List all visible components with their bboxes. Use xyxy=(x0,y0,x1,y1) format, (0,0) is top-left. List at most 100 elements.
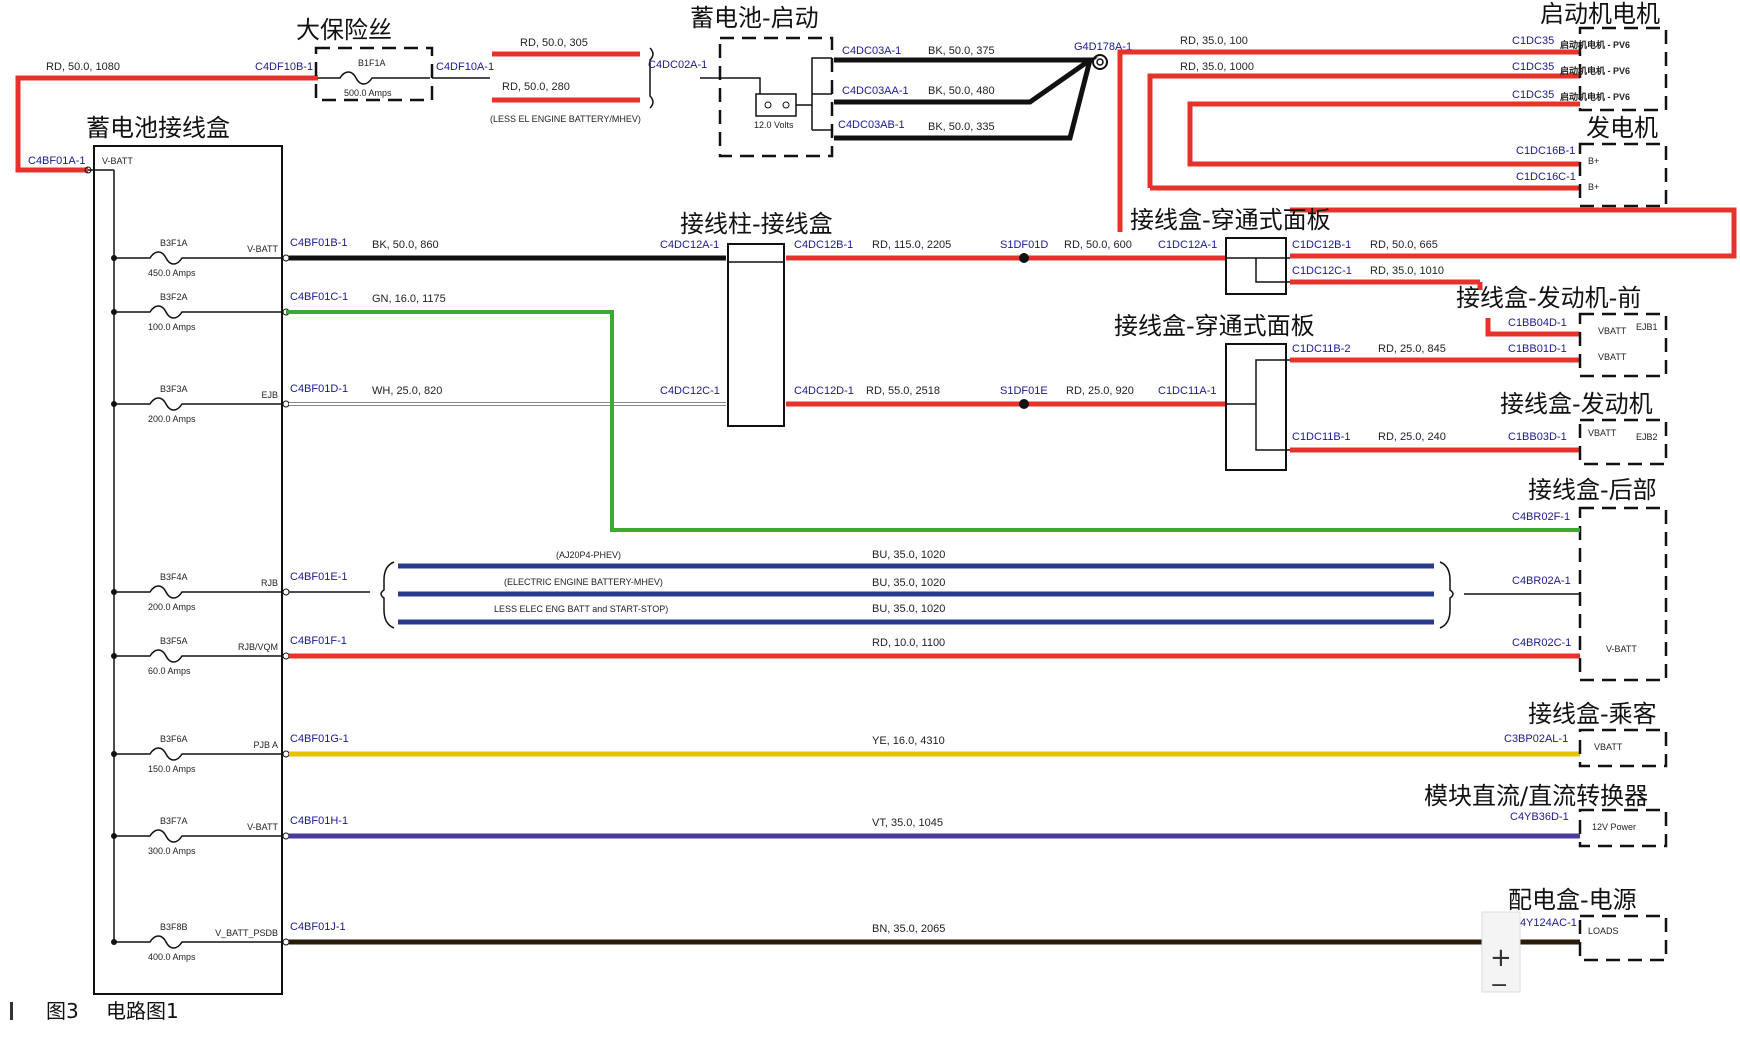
connector-label: C4BF01J-1 xyxy=(290,921,346,933)
fuse-icon xyxy=(114,251,286,265)
passthrough-panel-1 xyxy=(1225,237,1287,295)
connector-label: C4BR02C-1 xyxy=(1512,637,1571,649)
splice-icon xyxy=(1019,399,1029,409)
title-big-fuse: 大保险丝 xyxy=(296,16,392,44)
fuse-icon xyxy=(114,747,286,761)
zoom-out-button[interactable]: − xyxy=(1490,973,1508,998)
wire-rd-ejb1 xyxy=(1477,282,1580,337)
connector-label: C1DC11B-1 xyxy=(1292,431,1351,443)
fuse-amps: 200.0 Amps xyxy=(148,602,196,612)
connector-label: C4BF01D-1 xyxy=(290,383,348,395)
wire-label: BN, 35.0, 2065 xyxy=(872,923,945,935)
fuse-amps: 60.0 Amps xyxy=(148,666,191,676)
caption-text: 电路图1 xyxy=(106,999,179,1023)
title-distribution: 配电盒-电源 xyxy=(1508,886,1637,914)
pin-label: B+ xyxy=(1588,182,1599,192)
wire-label: BK, 50.0, 335 xyxy=(928,121,995,133)
title-battery-junction: 蓄电池接线盒 xyxy=(86,114,230,142)
connector-label: C4DC03AA-1 xyxy=(842,85,909,97)
terminal-icon xyxy=(282,832,290,840)
wire-label: RD, 50.0, 665 xyxy=(1370,239,1438,251)
pin-label: 启动机电机 - PV6 xyxy=(1560,39,1630,50)
wire-label: RD, 35.0, 1000 xyxy=(1180,61,1254,73)
connector-label: C1DC35 xyxy=(1512,61,1554,73)
battery-terminal-icon xyxy=(782,101,790,109)
connector-label: C4YB36D-1 xyxy=(1510,811,1569,823)
output-label: RJB/VQM xyxy=(238,642,278,652)
wire-label: RD, 35.0, 1010 xyxy=(1370,265,1444,277)
connector-label: C4BF01F-1 xyxy=(290,635,347,647)
connector-label: C4BR02F-1 xyxy=(1512,511,1570,523)
connector-label: C1BB01D-1 xyxy=(1508,343,1567,355)
connector-label: C4DC12A-1 xyxy=(660,239,719,251)
splice-icon xyxy=(1019,253,1029,263)
pin-label: VBATT xyxy=(1598,326,1627,336)
wire-gn-1175 xyxy=(286,310,1580,532)
fuse-name: B3F7A xyxy=(160,816,188,826)
terminal-icon xyxy=(282,254,290,262)
internal-link xyxy=(1226,257,1290,283)
connector-label: C1DC12A-1 xyxy=(1158,239,1217,251)
battery-icon xyxy=(755,93,797,117)
connector-label: C1DC16C-1 xyxy=(1516,171,1576,183)
post-junction-box xyxy=(727,243,785,427)
connector-label: C4BF01E-1 xyxy=(290,571,347,583)
fuse-name: B3F1A xyxy=(160,238,188,248)
wire-label: RD, 50.0, 280 xyxy=(502,81,570,93)
ground-icon-inner xyxy=(1096,58,1104,66)
battery-terminal-icon xyxy=(764,101,772,109)
dcdc-box xyxy=(1578,808,1668,848)
fuse-name: B3F5A xyxy=(160,636,188,646)
engine-front-jb-box xyxy=(1578,312,1668,378)
fuse-amps: 500.0 Amps xyxy=(344,88,392,98)
connector-label: C4DC03A-1 xyxy=(842,45,901,57)
connector-label: C4DC02A-1 xyxy=(648,59,707,71)
output-label: EJB xyxy=(261,390,278,400)
title-engine-front: 接线盒-发动机-前 xyxy=(1456,284,1641,312)
caption-fig: 图3 xyxy=(46,999,79,1023)
output-label: PJB A xyxy=(253,740,278,750)
title-battery-start: 蓄电池-启动 xyxy=(690,4,819,32)
connector-label: C4BR02A-1 xyxy=(1512,575,1571,587)
title-passthrough-1: 接线盒-穿通式面板 xyxy=(1130,206,1331,234)
option-label: (AJ20P4-PHEV) xyxy=(556,550,621,560)
connector-label: C1DC16B-1 xyxy=(1516,145,1575,157)
battery-volts: 12.0 Volts xyxy=(754,120,794,130)
zoom-in-button[interactable]: + xyxy=(1490,943,1512,973)
fuse-icon xyxy=(114,829,286,843)
bracket-left xyxy=(380,561,395,629)
generator-box xyxy=(1578,142,1668,208)
terminal-icon xyxy=(282,750,290,758)
wire-rd-loop xyxy=(1187,101,1580,167)
fuse-icon xyxy=(114,397,286,411)
wire-label: BU, 35.0, 1020 xyxy=(872,577,945,589)
pin-label: V-BATT xyxy=(102,156,133,166)
connector-label: C4DF10A-1 xyxy=(436,61,494,73)
connector-label: C4DC12D-1 xyxy=(794,385,854,397)
wire-internal xyxy=(720,77,761,94)
battery-start-box xyxy=(718,36,834,158)
wire-internal xyxy=(811,93,832,131)
wire-label: RD, 115.0, 2205 xyxy=(872,239,951,251)
connector-label: C1DC12C-1 xyxy=(1292,265,1352,277)
pin-label: 启动机电机 - PV6 xyxy=(1560,65,1630,76)
engine-jb-box xyxy=(1578,418,1668,466)
connector-label: C1DC11B-2 xyxy=(1292,343,1351,355)
connector-label: C1BB04D-1 xyxy=(1508,317,1567,329)
pin-label: EJB1 xyxy=(1636,322,1658,332)
fuse-amps: 150.0 Amps xyxy=(148,764,196,774)
caption-marker xyxy=(10,1002,13,1020)
output-label: RJB xyxy=(261,578,278,588)
fuse-amps: 450.0 Amps xyxy=(148,268,196,278)
connector-label: C4BF01H-1 xyxy=(290,815,348,827)
fuse-amps: 200.0 Amps xyxy=(148,414,196,424)
pin-label: 12V Power xyxy=(1592,822,1636,832)
terminal-icon xyxy=(282,652,290,660)
option-label: (ELECTRIC ENGINE BATTERY-MHEV) xyxy=(504,577,663,587)
wire-label: WH, 25.0, 820 xyxy=(372,385,442,397)
pin-label: VBATT xyxy=(1594,742,1623,752)
wire-label: GN, 16.0, 1175 xyxy=(372,293,446,305)
connector-label: C1DC35 xyxy=(1512,89,1554,101)
